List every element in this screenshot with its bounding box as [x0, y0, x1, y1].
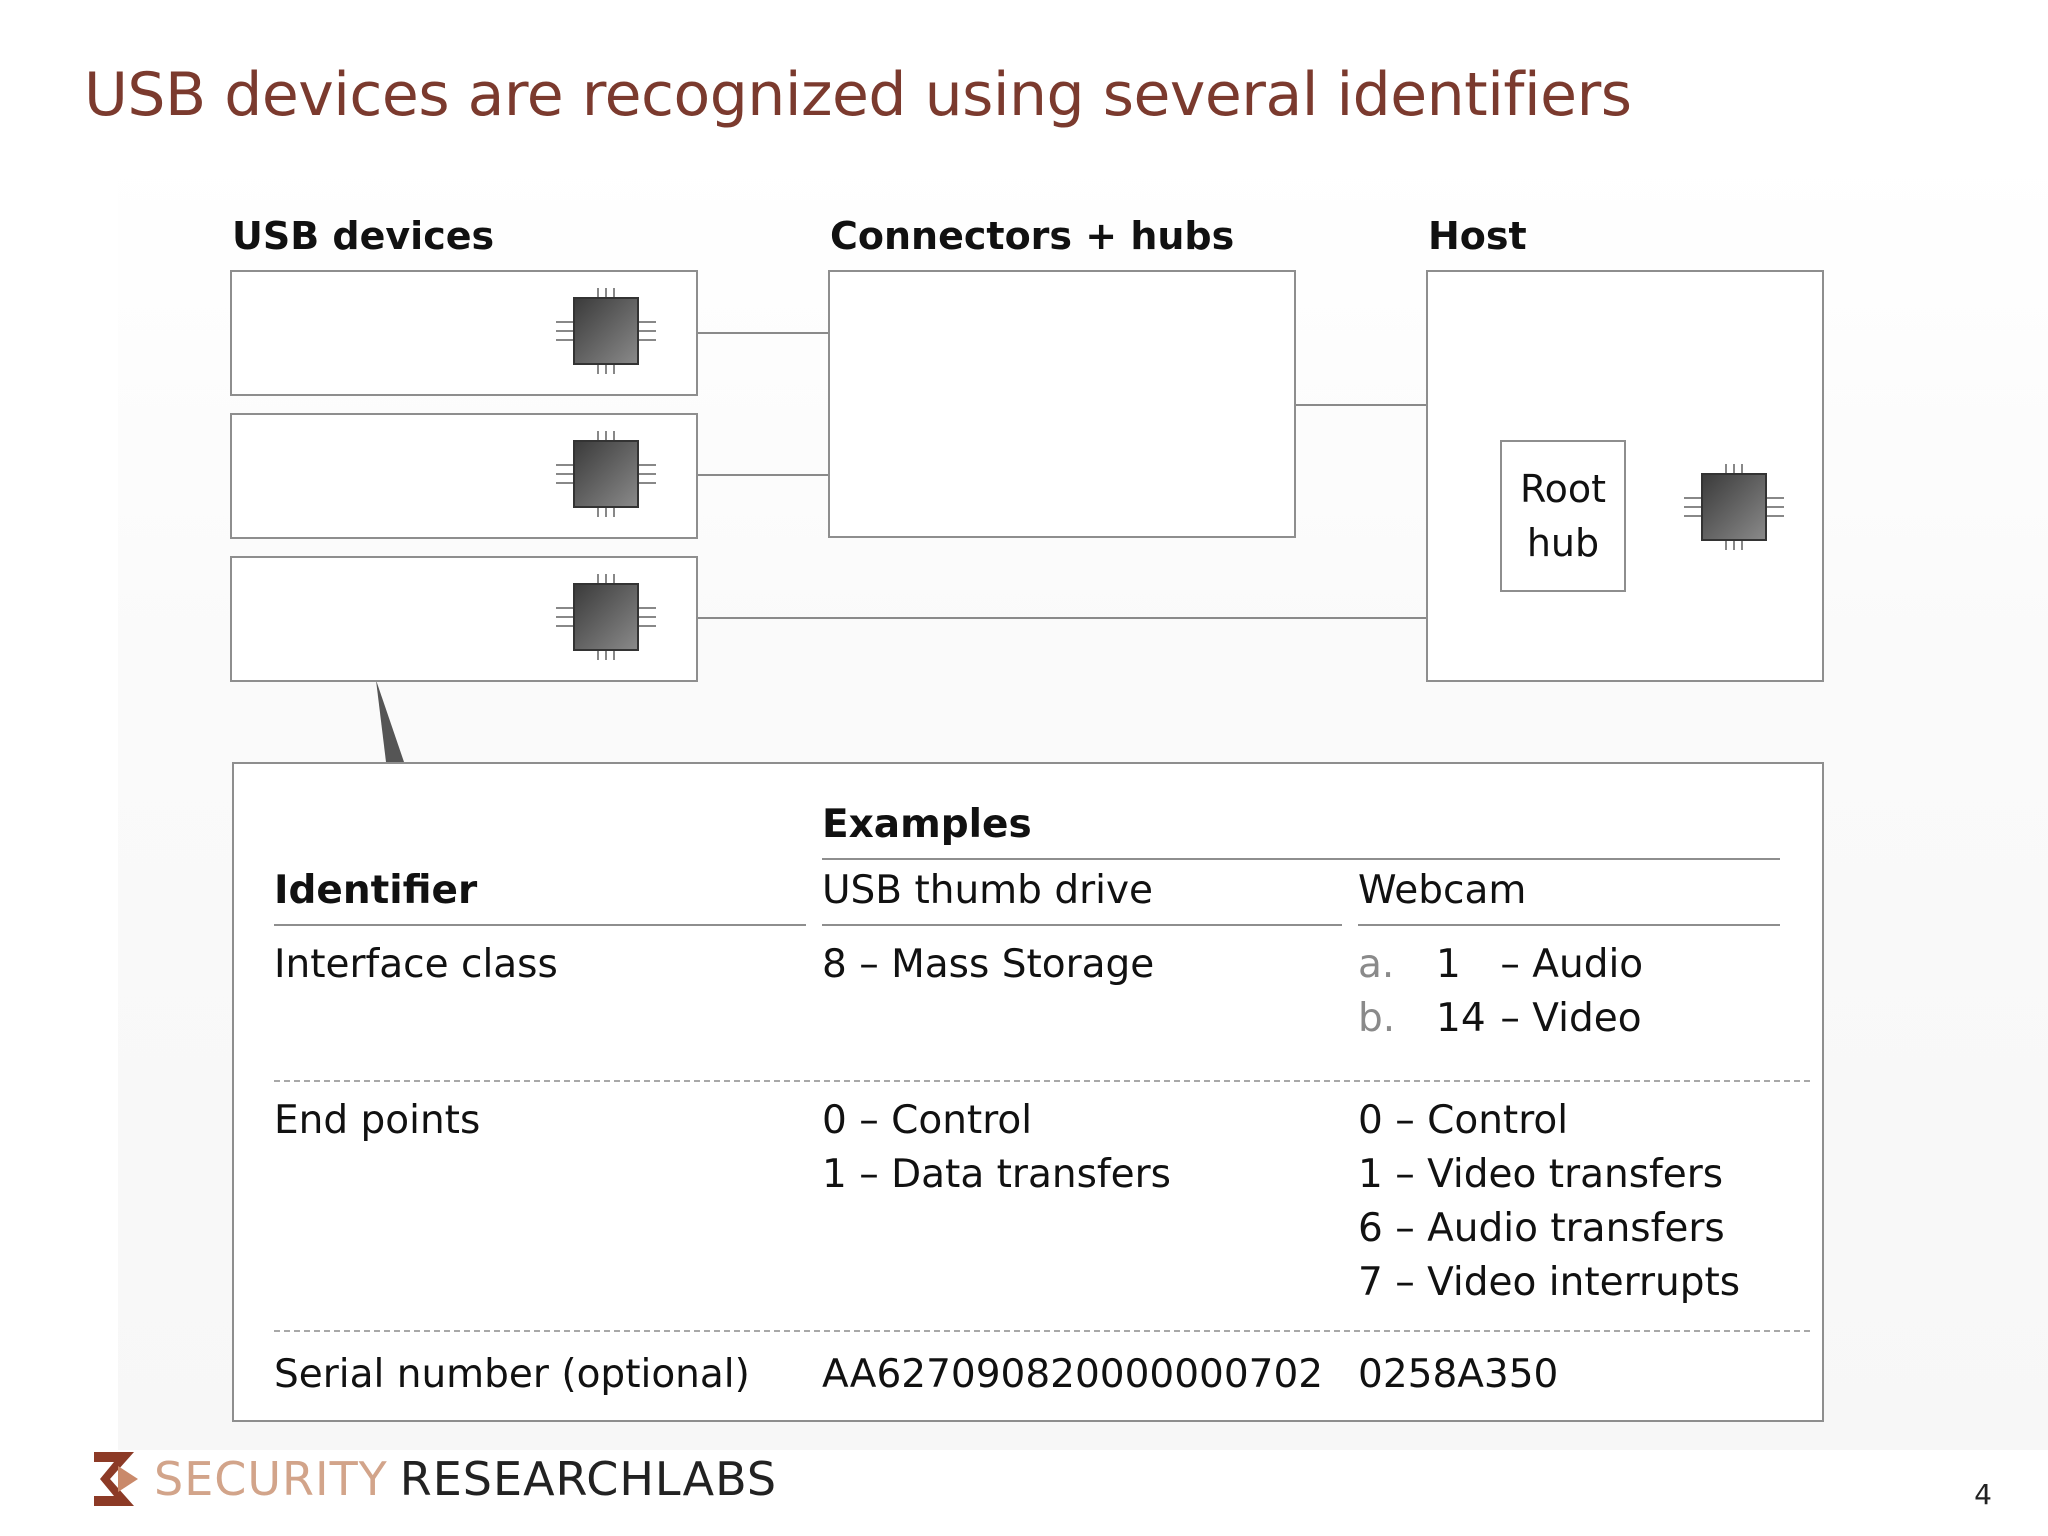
chip-icon — [556, 431, 656, 517]
identifier-header: Identifier — [274, 868, 478, 913]
interface-class-webcam: a.1 – Audio b.14 – Video — [1358, 938, 1643, 1046]
company-logo: SECURITY RESEARCHLABS — [88, 1446, 777, 1512]
root-hub-label-line1: Root — [1519, 467, 1607, 511]
thumb-drive-header-rule — [822, 924, 1342, 926]
chip-icon — [556, 574, 656, 660]
root-hub-box: Root hub — [1500, 440, 1626, 592]
usb-device-box-3 — [230, 556, 698, 682]
serial-number-thumb-drive: AA627090820000000702 — [822, 1352, 1324, 1397]
slide-title: USB devices are recognized using several… — [84, 60, 1632, 130]
usb-devices-heading: USB devices — [232, 214, 495, 258]
end-points-thumb-drive: 0 – Control 1 – Data transfers — [822, 1094, 1171, 1202]
thumb-drive-header: USB thumb drive — [822, 868, 1154, 913]
list-item: 1 – Data transfers — [822, 1152, 1171, 1197]
logo-word-researchlabs: RESEARCHLABS — [399, 1452, 778, 1506]
interface-class-label: Interface class — [274, 942, 558, 987]
end-points-label: End points — [274, 1098, 481, 1143]
end-points-webcam: 0 – Control 1 – Video transfers 6 – Audi… — [1358, 1094, 1740, 1310]
usb-device-box-1 — [230, 270, 698, 396]
interface-class-thumb-drive: 8 – Mass Storage — [822, 942, 1155, 987]
examples-rule — [822, 858, 1780, 860]
list-item: 6 – Audio transfers — [1358, 1206, 1725, 1251]
identifier-header-rule — [274, 924, 806, 926]
list-item: 1 – Video transfers — [1358, 1152, 1724, 1197]
logo-mark-icon — [94, 1452, 138, 1506]
list-item: b.14 – Video — [1358, 996, 1642, 1041]
row-divider — [274, 1080, 1810, 1082]
list-item: 0 – Control — [822, 1098, 1033, 1143]
row-divider — [274, 1330, 1810, 1332]
device3-wire — [697, 546, 1500, 619]
serial-number-webcam: 0258A350 — [1358, 1352, 1559, 1397]
webcam-header: Webcam — [1358, 868, 1527, 913]
host-chip-icon — [1684, 464, 1784, 550]
list-item: 7 – Video interrupts — [1358, 1260, 1741, 1305]
root-hub-label-line2: hub — [1526, 521, 1600, 565]
identifier-table: Examples Identifier USB thumb drive Webc… — [232, 762, 1824, 1422]
serial-number-label: Serial number (optional) — [274, 1352, 750, 1397]
webcam-header-rule — [1358, 924, 1780, 926]
list-item: 0 – Control — [1358, 1098, 1569, 1143]
callout-pointer — [376, 680, 404, 762]
host-heading: Host — [1428, 214, 1527, 258]
examples-heading: Examples — [822, 802, 1032, 847]
connectors-hubs-box — [828, 270, 1296, 538]
logo-word-security: SECURITY — [154, 1452, 388, 1506]
page-number: 4 — [1974, 1478, 1992, 1511]
connectors-hubs-heading: Connectors + hubs — [830, 214, 1235, 258]
usb-device-box-2 — [230, 413, 698, 539]
chip-icon — [556, 288, 656, 374]
list-item: a.1 – Audio — [1358, 942, 1644, 987]
